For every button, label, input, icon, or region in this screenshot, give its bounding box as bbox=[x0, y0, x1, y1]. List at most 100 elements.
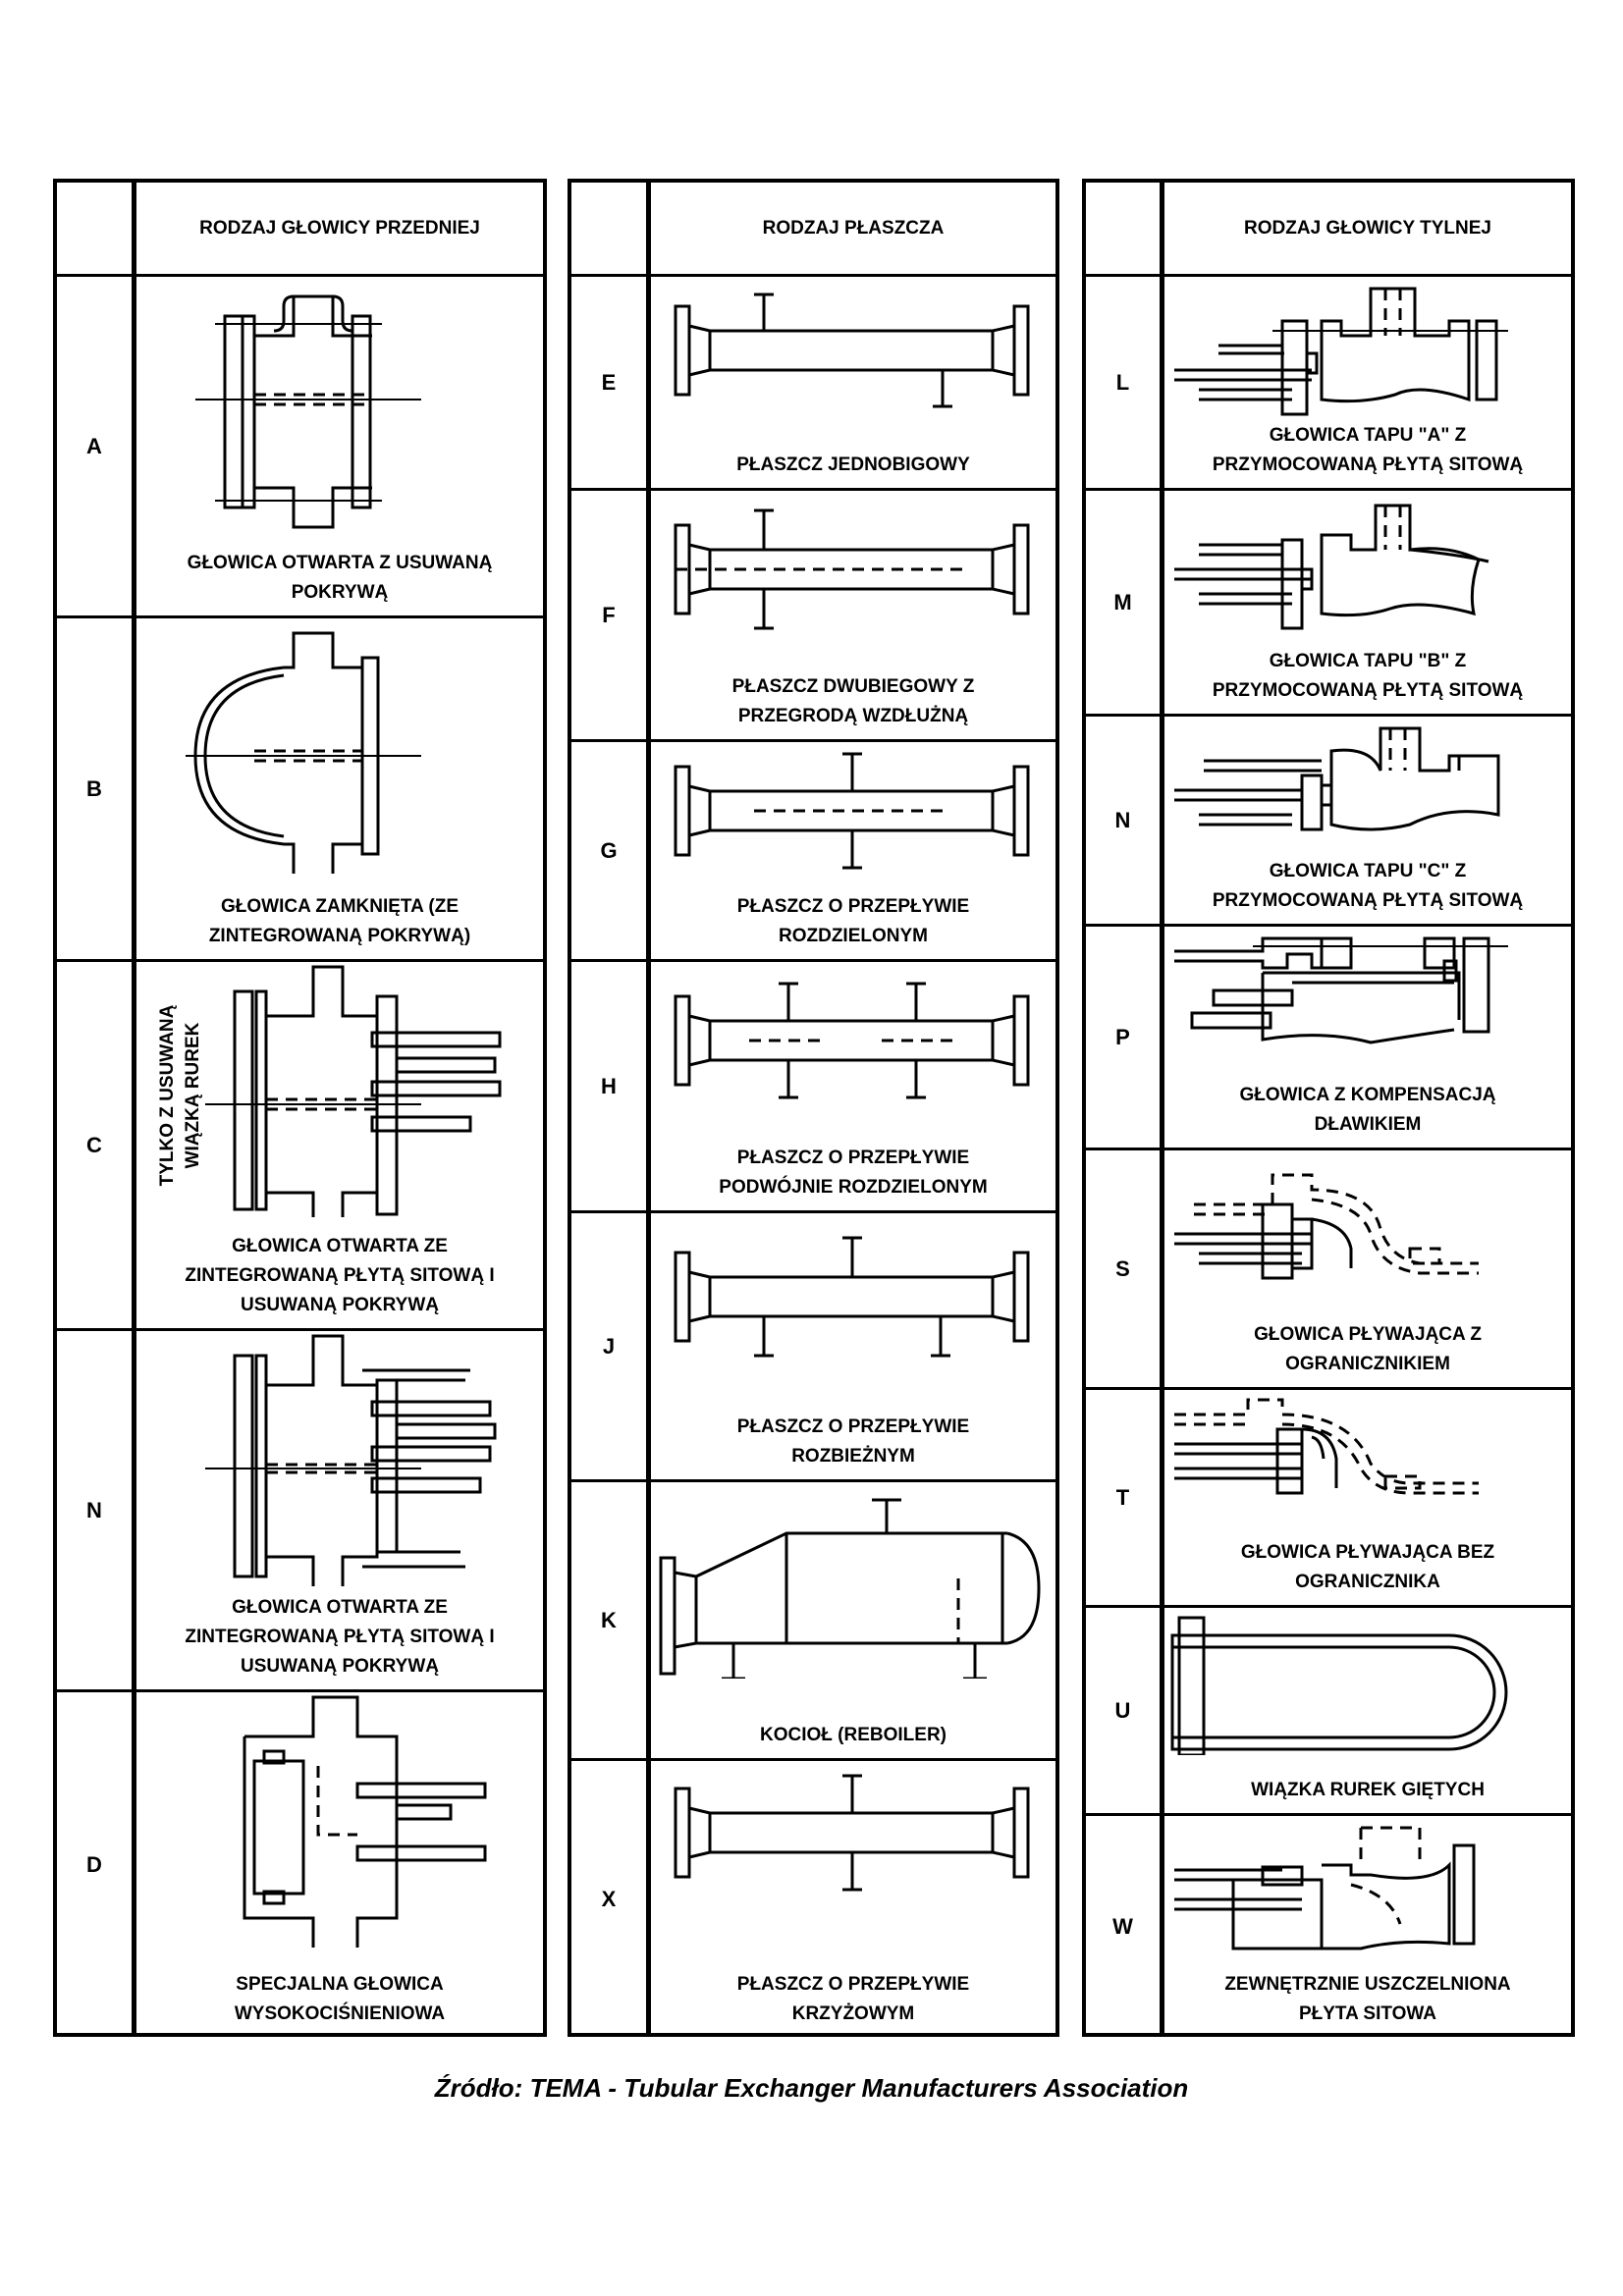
type-letter: G bbox=[600, 837, 618, 863]
header-title: RODZAJ GŁOWICY TYLNEJ bbox=[1244, 217, 1491, 239]
type-letter: P bbox=[1115, 1024, 1130, 1049]
type-letter: X bbox=[601, 1886, 617, 1911]
type-letter: U bbox=[1114, 1697, 1131, 1723]
diagram-caption: PŁASZCZ O PRZEPŁYWIE KRZYŻOWYM bbox=[736, 1974, 970, 2024]
type-letter: F bbox=[602, 602, 616, 627]
rows: L GŁOWICA TAPU "A" Z PRZYMOCOWANĄ PŁYTĄ … bbox=[1086, 277, 1571, 2033]
table-row: M GŁOWICA TAPU "B" Z PRZYMOCOWANĄ PŁYTĄ … bbox=[1086, 491, 1571, 717]
diagram-cell: GŁOWICA TAPU "B" Z PRZYMOCOWANĄ PŁYTĄ SI… bbox=[1164, 491, 1571, 714]
diagram-cell: GŁOWICA TAPU "C" Z PRZYMOCOWANĄ PŁYTĄ SI… bbox=[1164, 717, 1571, 924]
table-row: P GŁOWICA Z KOMPENSACJĄ DŁAWIKIEM bbox=[1086, 927, 1571, 1150]
front-head-n-diagram bbox=[205, 1334, 497, 1586]
diagram-cell: GŁOWICA ZAMKNIĘTA (ZE ZINTEGROWANĄ POKRY… bbox=[136, 618, 543, 959]
rear-head-n-diagram bbox=[1174, 726, 1500, 831]
diagram-caption: GŁOWICA OTWARTA Z USUWANĄ POKRYWĄ bbox=[187, 553, 493, 603]
type-letter: N bbox=[1114, 807, 1131, 832]
column-divider bbox=[646, 183, 651, 2033]
table-row: J PŁASZCZ O PRZEPŁYWIE ROZBIEŻNYM bbox=[571, 1213, 1055, 1482]
table-row: N GŁOWICA TAPU "C" Z PRZYMOCOWANĄ PŁYTĄ … bbox=[1086, 717, 1571, 927]
header-title: RODZAJ PŁASZCZA bbox=[762, 217, 945, 239]
diagram-cell: PŁASZCZ JEDNOBIGOWY bbox=[651, 277, 1055, 488]
diagram-cell: PŁASZCZ DWUBIEGOWY Z PRZEGRODĄ WZDŁUŻNĄ bbox=[651, 491, 1055, 739]
rows: E PŁASZCZ JEDNOBIGOWY F bbox=[571, 277, 1055, 2033]
front-head-table: RODZAJ GŁOWICY PRZEDNIEJ A GŁOWICA OTWAR… bbox=[53, 179, 547, 2037]
type-letter: H bbox=[601, 1073, 617, 1098]
rear-head-t-diagram bbox=[1174, 1398, 1479, 1495]
diagram-cell: GŁOWICA TAPU "A" Z PRZYMOCOWANĄ PŁYTĄ SI… bbox=[1164, 277, 1571, 488]
shell-table: RODZAJ PŁASZCZA E PŁASZCZ JEDNOBIGOWY F bbox=[568, 179, 1059, 2037]
rear-head-s-diagram bbox=[1174, 1173, 1479, 1280]
table-row: G PŁASZCZ O PRZEPŁYWIE ROZDZIELONYM bbox=[571, 742, 1055, 962]
diagram-cell: TYLKO Z USUWANĄ WIĄZKĄ RUREK GŁOWICA OTW… bbox=[136, 962, 543, 1328]
diagram-cell: GŁOWICA Z KOMPENSACJĄ DŁAWIKIEM bbox=[1164, 927, 1571, 1148]
table-row: U WIĄZKA RUREK GIĘTYCH bbox=[1086, 1608, 1571, 1816]
table-header: RODZAJ PŁASZCZA bbox=[571, 183, 1055, 277]
type-letter: M bbox=[1113, 589, 1132, 614]
diagram-caption: PŁASZCZ O PRZEPŁYWIE ROZDZIELONYM bbox=[736, 896, 970, 946]
header-title: RODZAJ GŁOWICY PRZEDNIEJ bbox=[199, 217, 480, 239]
type-letter: S bbox=[1115, 1255, 1130, 1281]
diagram-cell: WIĄZKA RUREK GIĘTYCH bbox=[1164, 1608, 1571, 1813]
type-letter: D bbox=[86, 1851, 102, 1877]
diagram-cell: GŁOWICA OTWARTA Z USUWANĄ POKRYWĄ bbox=[136, 277, 543, 615]
type-letter: K bbox=[601, 1607, 617, 1632]
table-row: F PŁASZCZ DWUBIEGOWY Z PRZEGRODĄ WZDŁUŻN… bbox=[571, 491, 1055, 742]
type-letter: A bbox=[86, 433, 102, 458]
column-divider bbox=[1160, 183, 1164, 2033]
diagram-cell: PŁASZCZ O PRZEPŁYWIE KRZYŻOWYM bbox=[651, 1761, 1055, 2037]
diagram-caption: GŁOWICA TAPU "A" Z PRZYMOCOWANĄ PŁYTĄ SI… bbox=[1212, 425, 1524, 475]
column-divider bbox=[132, 183, 136, 2033]
table-row: L GŁOWICA TAPU "A" Z PRZYMOCOWANĄ PŁYTĄ … bbox=[1086, 277, 1571, 491]
diagram-caption: GŁOWICA OTWARTA ZE ZINTEGROWANĄ PŁYTĄ SI… bbox=[185, 1597, 495, 1677]
diagram-caption: GŁOWICA TAPU "B" Z PRZYMOCOWANĄ PŁYTĄ SI… bbox=[1212, 651, 1524, 701]
table-row: B GŁOWICA ZAMKNIĘTA (ZE ZINTEGROWANĄ POK… bbox=[57, 618, 543, 962]
diagram-caption: GŁOWICA ZAMKNIĘTA (ZE ZINTEGROWANĄ POKRY… bbox=[208, 896, 471, 946]
table-row: T GŁOWICA PŁYWAJĄCA BEZ OGRANICZNIKA bbox=[1086, 1390, 1571, 1608]
diagram-cell: SPECJALNA GŁOWICA WYSOKOCIŚNIENIOWA bbox=[136, 1692, 543, 2037]
rear-head-p-diagram bbox=[1174, 936, 1508, 1044]
shell-e-diagram bbox=[674, 293, 1030, 408]
diagram-caption: KOCIOŁ (REBOILER) bbox=[760, 1725, 947, 1745]
diagram-caption: WIĄZKA RUREK GIĘTYCH bbox=[1251, 1780, 1485, 1800]
table-row: H PŁASZCZ O PRZEPŁYWIE PODWÓJNIE ROZDZIE… bbox=[571, 962, 1055, 1213]
diagram-caption: GŁOWICA PŁYWAJĄCA BEZ OGRANICZNIKA bbox=[1240, 1542, 1495, 1592]
table-row: X PŁASZCZ O PRZEPŁYWIE KRZYŻOWYM bbox=[571, 1761, 1055, 2037]
diagram-cell: PŁASZCZ O PRZEPŁYWIE ROZBIEŻNYM bbox=[651, 1213, 1055, 1479]
type-letter: L bbox=[1115, 369, 1130, 395]
diagram-caption: SPECJALNA GŁOWICA WYSOKOCIŚNIENIOWA bbox=[234, 1974, 446, 2024]
table-row: D SPECJALNA GŁOWICA WYSOKOCIŚNIENIOWA bbox=[57, 1692, 543, 2037]
diagram-caption: GŁOWICA PŁYWAJĄCA Z OGRANICZNIKIEM bbox=[1254, 1324, 1482, 1374]
diagram-caption: PŁASZCZ JEDNOBIGOWY bbox=[736, 454, 970, 475]
diagram-cell: GŁOWICA PŁYWAJĄCA BEZ OGRANICZNIKA bbox=[1164, 1390, 1571, 1605]
shell-f-diagram bbox=[674, 508, 1030, 630]
shell-h-diagram bbox=[674, 982, 1030, 1099]
diagram-caption: GŁOWICA TAPU "C" Z PRZYMOCOWANĄ PŁYTĄ SI… bbox=[1212, 861, 1524, 911]
diagram-cell: GŁOWICA OTWARTA ZE ZINTEGROWANĄ PŁYTĄ SI… bbox=[136, 1331, 543, 1689]
front-head-a-diagram bbox=[195, 294, 421, 529]
type-letter: J bbox=[602, 1333, 616, 1359]
type-letter: T bbox=[1115, 1484, 1130, 1510]
diagram-caption: PŁASZCZ O PRZEPŁYWIE ROZBIEŻNYM bbox=[736, 1416, 970, 1467]
diagram-cell: PŁASZCZ O PRZEPŁYWIE PODWÓJNIE ROZDZIELO… bbox=[651, 962, 1055, 1210]
table-row: S GŁOWICA PŁYWAJĄCA Z OGRANICZNIKIEM bbox=[1086, 1150, 1571, 1390]
diagram-caption: ZEWNĘTRZNIE USZCZELNIONA PŁYTA SITOWA bbox=[1224, 1974, 1511, 2024]
table-row: A GŁOWICA OTWARTA Z USUWANĄ POKRYWĄ bbox=[57, 277, 543, 618]
rear-head-l-diagram bbox=[1174, 287, 1508, 416]
shell-x-diagram bbox=[674, 1774, 1030, 1892]
diagram-caption: GŁOWICA OTWARTA ZE ZINTEGROWANĄ PŁYTĄ SI… bbox=[185, 1236, 495, 1315]
rows: A GŁOWICA OTWARTA Z USUWANĄ POKRYWĄ B bbox=[57, 277, 543, 2033]
table-row: W ZEWNĘTRZNIE USZCZELNIONA PŁYTA SITOWA bbox=[1086, 1816, 1571, 2037]
table-row: E PŁASZCZ JEDNOBIGOWY bbox=[571, 277, 1055, 491]
rear-head-table: RODZAJ GŁOWICY TYLNEJ L GŁOWICA TAPU "A"… bbox=[1082, 179, 1575, 2037]
table-header: RODZAJ GŁOWICY TYLNEJ bbox=[1086, 183, 1571, 277]
rear-head-w-diagram bbox=[1174, 1826, 1476, 1950]
diagram-cell: KOCIOŁ (REBOILER) bbox=[651, 1482, 1055, 1758]
diagram-caption: PŁASZCZ DWUBIEGOWY Z PRZEGRODĄ WZDŁUŻNĄ bbox=[731, 676, 975, 726]
type-letter: N bbox=[86, 1497, 102, 1522]
front-head-c-diagram bbox=[205, 965, 502, 1217]
table-header: RODZAJ GŁOWICY PRZEDNIEJ bbox=[57, 183, 543, 277]
diagram-cell: ZEWNĘTRZNIE USZCZELNIONA PŁYTA SITOWA bbox=[1164, 1816, 1571, 2037]
source-note: Źródło: TEMA - Tubular Exchanger Manufac… bbox=[434, 2073, 1189, 2103]
front-head-d-diagram bbox=[243, 1695, 487, 1948]
shell-k-diagram bbox=[659, 1498, 1041, 1679]
